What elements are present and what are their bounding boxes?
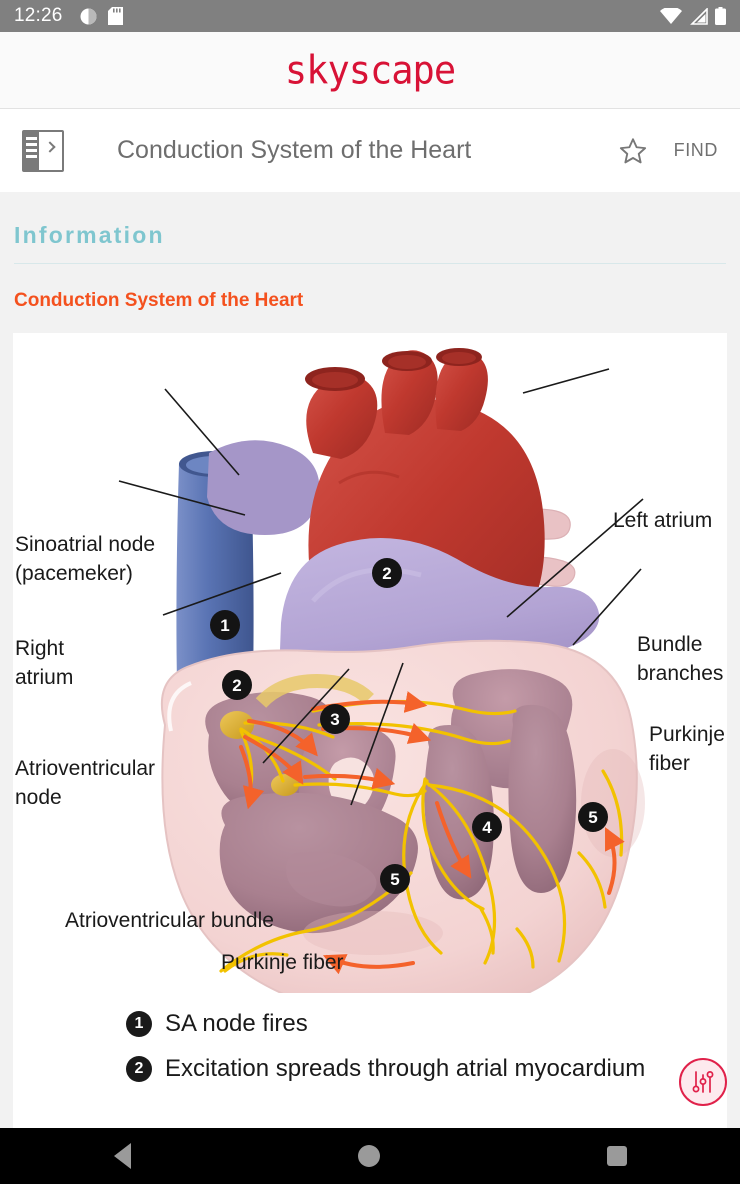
caption-text: Excitation spreads through atrial myocar… — [165, 1054, 646, 1082]
svg-text:5: 5 — [390, 870, 399, 889]
toolbar-actions: FIND — [618, 136, 718, 166]
label-purkinje-fiber-right-line2: fiber — [649, 752, 690, 775]
heart-conduction-diagram: 1 2 2 3 4 5 5 — [13, 333, 727, 993]
label-left-atrium: Left atrium — [613, 509, 712, 532]
label-sinoatrial-node-line2: (pacemeker) — [15, 562, 133, 585]
left-ventricle-chamber-b — [508, 704, 577, 893]
svg-text:2: 2 — [232, 676, 241, 695]
brand-bar: skyscape — [0, 32, 740, 108]
wifi-icon — [660, 7, 682, 24]
svg-text:2: 2 — [382, 564, 391, 583]
table-of-contents-icon[interactable] — [22, 129, 64, 172]
label-purkinje-fiber-right-line1: Purkinje — [649, 723, 725, 746]
conduction-pathways — [219, 699, 624, 973]
skyscape-logo: skyscape — [284, 47, 456, 93]
figure-markers: 1 2 2 3 4 5 5 — [210, 558, 608, 894]
sd-card-icon — [107, 7, 123, 25]
label-bundle-branches-line2: branches — [637, 662, 723, 685]
do-not-disturb-icon — [80, 8, 97, 24]
find-button[interactable]: FIND — [673, 140, 718, 160]
status-left-icons — [80, 7, 123, 25]
svg-text:1: 1 — [220, 616, 229, 635]
caption-list: 1 SA node fires 2 Excitation spreads thr… — [13, 1001, 727, 1091]
label-sinoatrial-node-line1: Sinoatrial node — [15, 533, 155, 556]
label-av-node-line2: node — [15, 786, 62, 809]
sliders-tune-icon — [692, 1071, 714, 1093]
svg-text:4: 4 — [482, 818, 492, 837]
tune-fab-button[interactable] — [679, 1058, 727, 1106]
heart-illustration-svg: 1 2 2 3 4 5 5 — [13, 333, 727, 993]
leader-lines — [118, 368, 644, 806]
star-outline-icon[interactable] — [618, 136, 648, 166]
figure-labels: Sinoatrial node (pacemeker) Right atrium… — [15, 509, 725, 974]
caption-badge: 2 — [126, 1055, 152, 1082]
home-circle-icon[interactable] — [357, 1145, 380, 1167]
caption-text: SA node fires — [165, 1009, 308, 1037]
recents-square-icon[interactable] — [606, 1146, 627, 1166]
caption-item: 1 SA node fires — [13, 1001, 727, 1046]
label-purkinje-fiber-bottom: Purkinje fiber — [221, 951, 344, 974]
pulmonary-artery — [278, 538, 600, 729]
caption-badge: 1 — [126, 1010, 152, 1037]
section-rule — [14, 263, 726, 264]
section-header: Information — [0, 192, 740, 249]
brand-divider — [0, 108, 740, 109]
caption-item: 2 Excitation spreads through atrial myoc… — [13, 1046, 727, 1091]
content-area[interactable]: Information Conduction System of the Hea… — [0, 192, 740, 1128]
android-navigation-bar — [0, 1128, 740, 1184]
excitation-arrows — [239, 691, 625, 975]
label-right-atrium-line2: atrium — [15, 666, 73, 689]
label-av-bundle: Atrioventricular bundle — [65, 909, 274, 932]
label-right-atrium-line1: Right — [15, 637, 64, 660]
svg-text:5: 5 — [588, 808, 597, 827]
left-ventricle-chamber-a — [424, 725, 494, 900]
section-label: Information — [14, 222, 165, 248]
fat-pad — [255, 673, 374, 708]
battery-icon — [715, 7, 726, 25]
cellular-signal-icon — [690, 7, 708, 25]
status-right-icons — [660, 7, 726, 25]
back-triangle-icon[interactable] — [113, 1143, 131, 1169]
status-bar: 12:26 — [0, 0, 740, 32]
label-bundle-branches-line1: Bundle — [637, 633, 702, 656]
document-title: Conduction System of the Heart — [14, 290, 304, 311]
page-title: Conduction System of the Heart — [117, 136, 472, 164]
status-time: 12:26 — [14, 5, 63, 26]
label-av-node-line1: Atrioventricular — [15, 757, 155, 780]
app-toolbar: Conduction System of the Heart FIND — [0, 109, 740, 192]
figure-card: 1 2 2 3 4 5 5 — [13, 333, 727, 1128]
svg-text:3: 3 — [330, 710, 339, 729]
